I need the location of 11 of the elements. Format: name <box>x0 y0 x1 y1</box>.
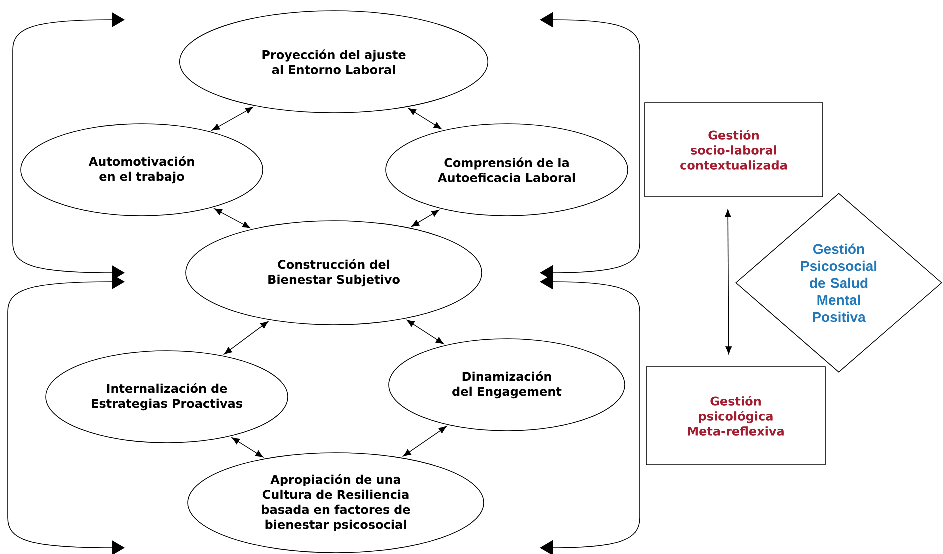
arrow <box>214 208 251 228</box>
management-box: Gestión socio-laboral contextualizada <box>644 102 824 198</box>
arrow <box>224 321 269 355</box>
management-box: Gestión psicológica Meta-reflexiva <box>646 366 826 466</box>
arrow <box>212 107 254 131</box>
arrow <box>412 210 440 227</box>
arrow <box>724 210 732 354</box>
arrow <box>232 438 264 458</box>
arrow <box>406 320 444 344</box>
arrow <box>403 426 447 457</box>
arrow <box>408 108 442 130</box>
